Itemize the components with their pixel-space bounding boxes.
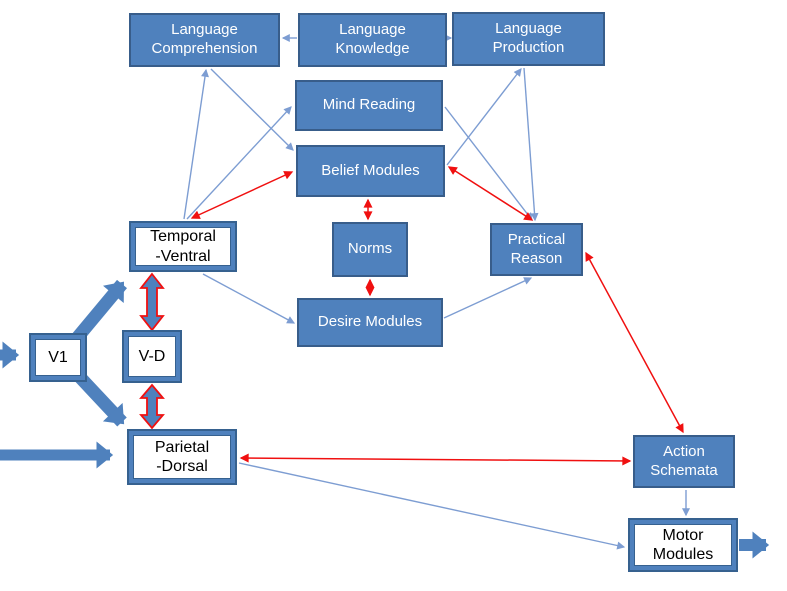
edge-desire-to-practical-reason — [443, 277, 533, 319]
edge-belief-practical-reason-red — [447, 166, 534, 221]
node-motor-modules-inner: Motor Modules — [634, 524, 732, 566]
node-norms-label: Norms — [347, 240, 393, 258]
edge-temporal-ventral-belief-red — [190, 171, 294, 219]
edge-belief-to-production — [446, 68, 522, 166]
edge-mind-reading-to-practical-reason — [444, 106, 533, 221]
node-temporal-ventral-label: Temporal -Ventral — [150, 228, 216, 265]
node-mind-reading: Mind Reading — [295, 80, 443, 131]
node-language-knowledge: Language Knowledge — [298, 13, 447, 67]
node-belief-modules-label: Belief Modules — [321, 161, 420, 179]
node-parietal-dorsal-inner: Parietal -Dorsal — [133, 435, 231, 479]
block-double-arrow-temporal-ventral-vd — [139, 272, 165, 332]
node-action-schemata: Action Schemata — [633, 435, 735, 488]
edge-production-to-practical-reason — [523, 67, 539, 222]
block-arrow-v1-to-temporal-ventral — [72, 279, 127, 343]
node-parietal-dorsal: Parietal -Dorsal — [127, 429, 237, 485]
node-language-knowledge-label: Language Knowledge — [335, 21, 410, 57]
edge-temporal-ventral-to-comprehension — [183, 68, 209, 220]
edge-parietal-dorsal-action-schemata-red — [239, 453, 632, 466]
node-parietal-dorsal-label: Parietal -Dorsal — [154, 438, 210, 475]
node-motor-modules: Motor Modules — [628, 518, 738, 572]
node-v1-inner: V1 — [35, 339, 81, 376]
edge-practical-reason-action-schemata-red — [585, 251, 684, 434]
node-mind-reading-label: Mind Reading — [322, 96, 416, 114]
node-v1-label: V1 — [48, 348, 68, 366]
node-desire-modules: Desire Modules — [297, 298, 443, 347]
node-practical-reason-label: Practical Reason — [507, 230, 566, 267]
node-language-comprehension-label: Language Comprehension — [151, 21, 258, 57]
node-desire-modules-label: Desire Modules — [317, 313, 423, 331]
edge-temporal-ventral-to-mind-reading — [186, 106, 292, 220]
node-action-schemata-label: Action Schemata — [650, 442, 718, 479]
node-norms: Norms — [332, 222, 408, 277]
block-double-arrow-vd-parietal-dorsal — [139, 383, 165, 430]
node-language-production: Language Production — [452, 12, 605, 66]
node-practical-reason: Practical Reason — [490, 223, 583, 276]
node-v-d-label: V-D — [138, 347, 166, 365]
edge-parietal-dorsal-to-motor-modules — [238, 462, 626, 550]
node-motor-modules-label: Motor Modules — [652, 526, 714, 563]
edge-temporal-ventral-to-desire — [202, 273, 296, 324]
node-language-production-label: Language Production — [492, 20, 565, 56]
node-v-d-inner: V-D — [128, 336, 176, 377]
node-v1: V1 — [29, 333, 87, 382]
node-language-comprehension: Language Comprehension — [129, 13, 280, 67]
edge-comprehension-to-belief — [210, 68, 294, 151]
block-arrow-v1-to-parietal-dorsal — [72, 369, 127, 427]
node-v-d: V-D — [122, 330, 182, 383]
node-temporal-ventral-inner: Temporal -Ventral — [135, 227, 231, 266]
node-belief-modules: Belief Modules — [296, 145, 445, 197]
node-temporal-ventral: Temporal -Ventral — [129, 221, 237, 272]
